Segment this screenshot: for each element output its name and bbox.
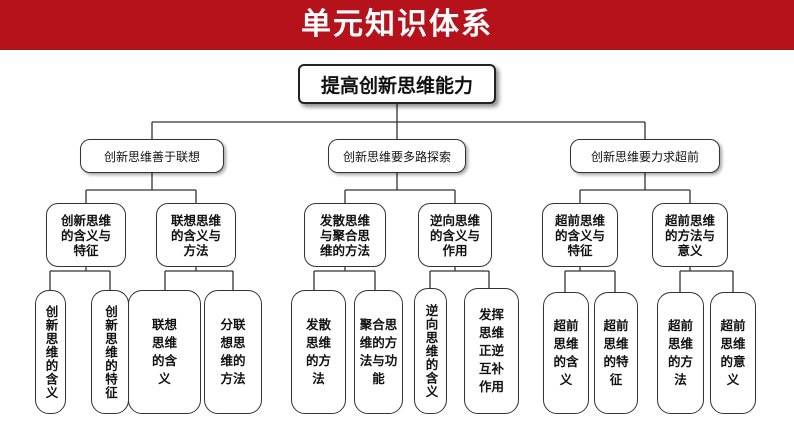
leaf-associative-meaning: 联想思维的含义 bbox=[128, 290, 201, 414]
page-title: 单元知识体系 bbox=[0, 0, 794, 50]
leaf-associative-method: 分联想思维的方法 bbox=[204, 290, 262, 414]
leaf-reverse-meaning: 逆向思维的含义 bbox=[414, 288, 447, 414]
root-node: 提高创新思维能力 bbox=[298, 64, 496, 104]
leaf-divergent-method: 发散思维的方法 bbox=[291, 290, 346, 414]
leaf-convergent-method: 聚合思维的方法与功能 bbox=[354, 290, 403, 414]
leaf-advanced-method: 超前思维的方法 bbox=[657, 292, 704, 414]
branch-node-advanced: 创新思维要力求超前 bbox=[570, 139, 720, 173]
sub-node-divergent-convergent: 发散思维与聚合思维的方法 bbox=[304, 203, 386, 267]
branch-node-associative: 创新思维善于联想 bbox=[80, 139, 224, 173]
leaf-advanced-significance: 超前思维的意义 bbox=[710, 292, 756, 414]
sub-node-associative-meaning: 联想思维的含义与方法 bbox=[156, 203, 236, 267]
leaf-advanced-meaning: 超前思维的含义 bbox=[543, 292, 589, 414]
leaf-reverse-complement: 发挥思维正逆互补作用 bbox=[464, 288, 519, 414]
sub-node-advanced-meaning: 超前思维的含义与特征 bbox=[542, 203, 618, 267]
sub-node-advanced-method: 超前思维的方法与意义 bbox=[652, 203, 728, 267]
sub-node-innovative-meaning: 创新思维的含义与特征 bbox=[46, 203, 126, 267]
leaf-advanced-feature: 超前思维的特征 bbox=[594, 292, 638, 414]
leaf-innovative-meaning: 创新思维的含义 bbox=[35, 290, 66, 414]
sub-node-reverse-thinking: 逆向思维的含义与作用 bbox=[418, 203, 492, 267]
branch-node-multipath: 创新思维要多路探索 bbox=[328, 139, 466, 173]
leaf-innovative-feature: 创新思维的特征 bbox=[91, 290, 129, 414]
